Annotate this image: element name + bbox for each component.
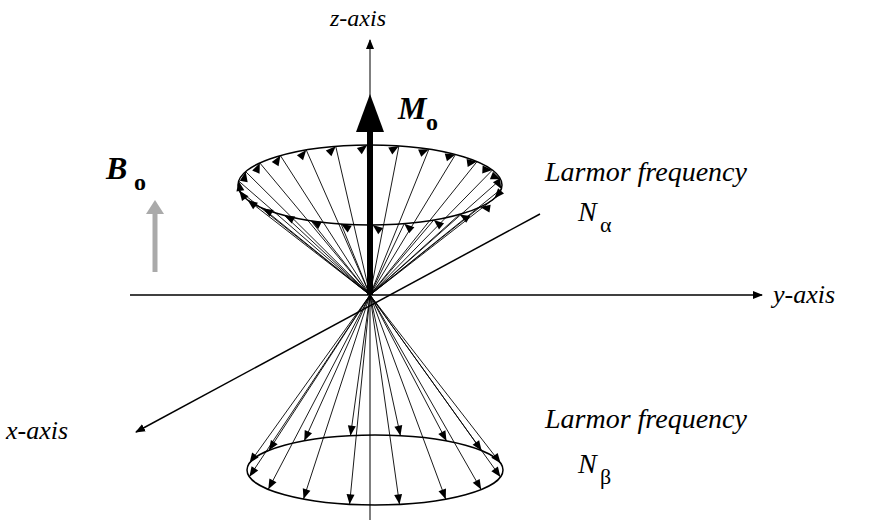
spin-arrowhead [304,430,312,441]
spin-arrowhead [438,488,446,499]
population-symbol: N [578,450,597,478]
spin-vector [370,198,494,295]
spin-arrowhead [236,181,244,192]
spin-arrowhead [341,224,352,233]
spin-arrowhead [467,159,477,167]
spin-vector [370,207,480,295]
spin-arrowhead [445,153,456,161]
axis-label: z-axis [330,6,386,30]
population-symbol: N [578,198,597,226]
spin-vector [370,295,501,463]
spin-arrowhead [494,188,504,198]
subscript: β [600,466,611,488]
spin-arrowhead [252,163,260,174]
spin-vector [370,162,477,295]
spin-vector [306,150,370,295]
net-magnetization-shaft [367,128,373,295]
lower-precession-cone [247,435,503,505]
spin-arrowhead [480,205,490,213]
spin-arrowhead [373,225,383,234]
spin-vector [350,295,370,436]
spin-arrowhead [460,214,471,222]
spin-vector [370,295,446,499]
spin-vector [239,181,370,295]
spin-arrowhead [347,494,355,504]
spin-vector [304,295,370,441]
spin-vector [239,191,370,295]
spin-arrowhead [348,425,356,435]
spin-arrowhead [269,440,278,451]
y-axis-line [130,294,762,296]
frequency-label: Larmor frequency [545,158,747,186]
spin-arrowhead [249,466,258,477]
spin-arrowhead [250,453,259,463]
spin-arrowhead [240,172,248,183]
spin-vector [280,156,370,295]
subscript: o [134,170,146,194]
spin-arrowhead [388,146,399,155]
spin-vector [285,215,370,295]
spin-vector [370,149,429,295]
spin-vector [370,155,455,295]
spin-arrowhead [418,149,429,157]
spin-arrowhead [326,146,336,156]
field-arrow-shaft [153,212,158,272]
spin-vector [370,295,500,477]
axis-label: y-axis [773,282,835,308]
spin-arrowhead [239,191,248,201]
spin-vector [370,295,482,451]
spin-arrowhead [491,466,500,476]
spin-vector [370,189,501,295]
spin-vector [246,172,370,295]
spin-arrowhead [490,172,501,180]
field-arrow-head [146,200,164,214]
subscript: α [600,214,612,236]
spin-vector [336,146,370,295]
spin-vector [269,295,370,450]
net-magnetization-head [356,94,384,132]
spin-arrowhead [268,479,276,490]
vector-symbol: M [398,92,426,124]
field-symbol: B [106,152,127,184]
x-axis-line [136,214,540,432]
subscript: o [426,110,438,134]
spin-vector [370,179,501,295]
spin-vector [249,295,370,477]
spin-arrowhead [303,488,311,499]
spin-arrowhead [272,156,281,167]
spin-arrowhead [311,221,322,229]
spin-vector [370,295,447,441]
spin-vector [268,295,370,489]
spin-arrowhead [482,166,492,174]
spin-arrowhead [394,494,402,504]
spin-vector [370,295,481,490]
axis-label: x-axis [6,418,68,444]
spin-vector [250,295,370,463]
spin-vector [370,170,492,295]
spin-arrowhead [438,430,446,441]
spin-arrowhead [357,145,367,154]
frequency-label: Larmor frequency [545,405,747,433]
spin-arrowhead [394,425,402,436]
spin-arrowhead [473,440,482,450]
spin-vector [370,146,399,295]
spin-vector [303,295,370,499]
spin-arrowhead [473,479,481,490]
spin-vector [260,163,370,295]
spin-vector [370,295,400,504]
spin-arrowhead [297,150,306,160]
spin-arrowhead [491,453,500,463]
